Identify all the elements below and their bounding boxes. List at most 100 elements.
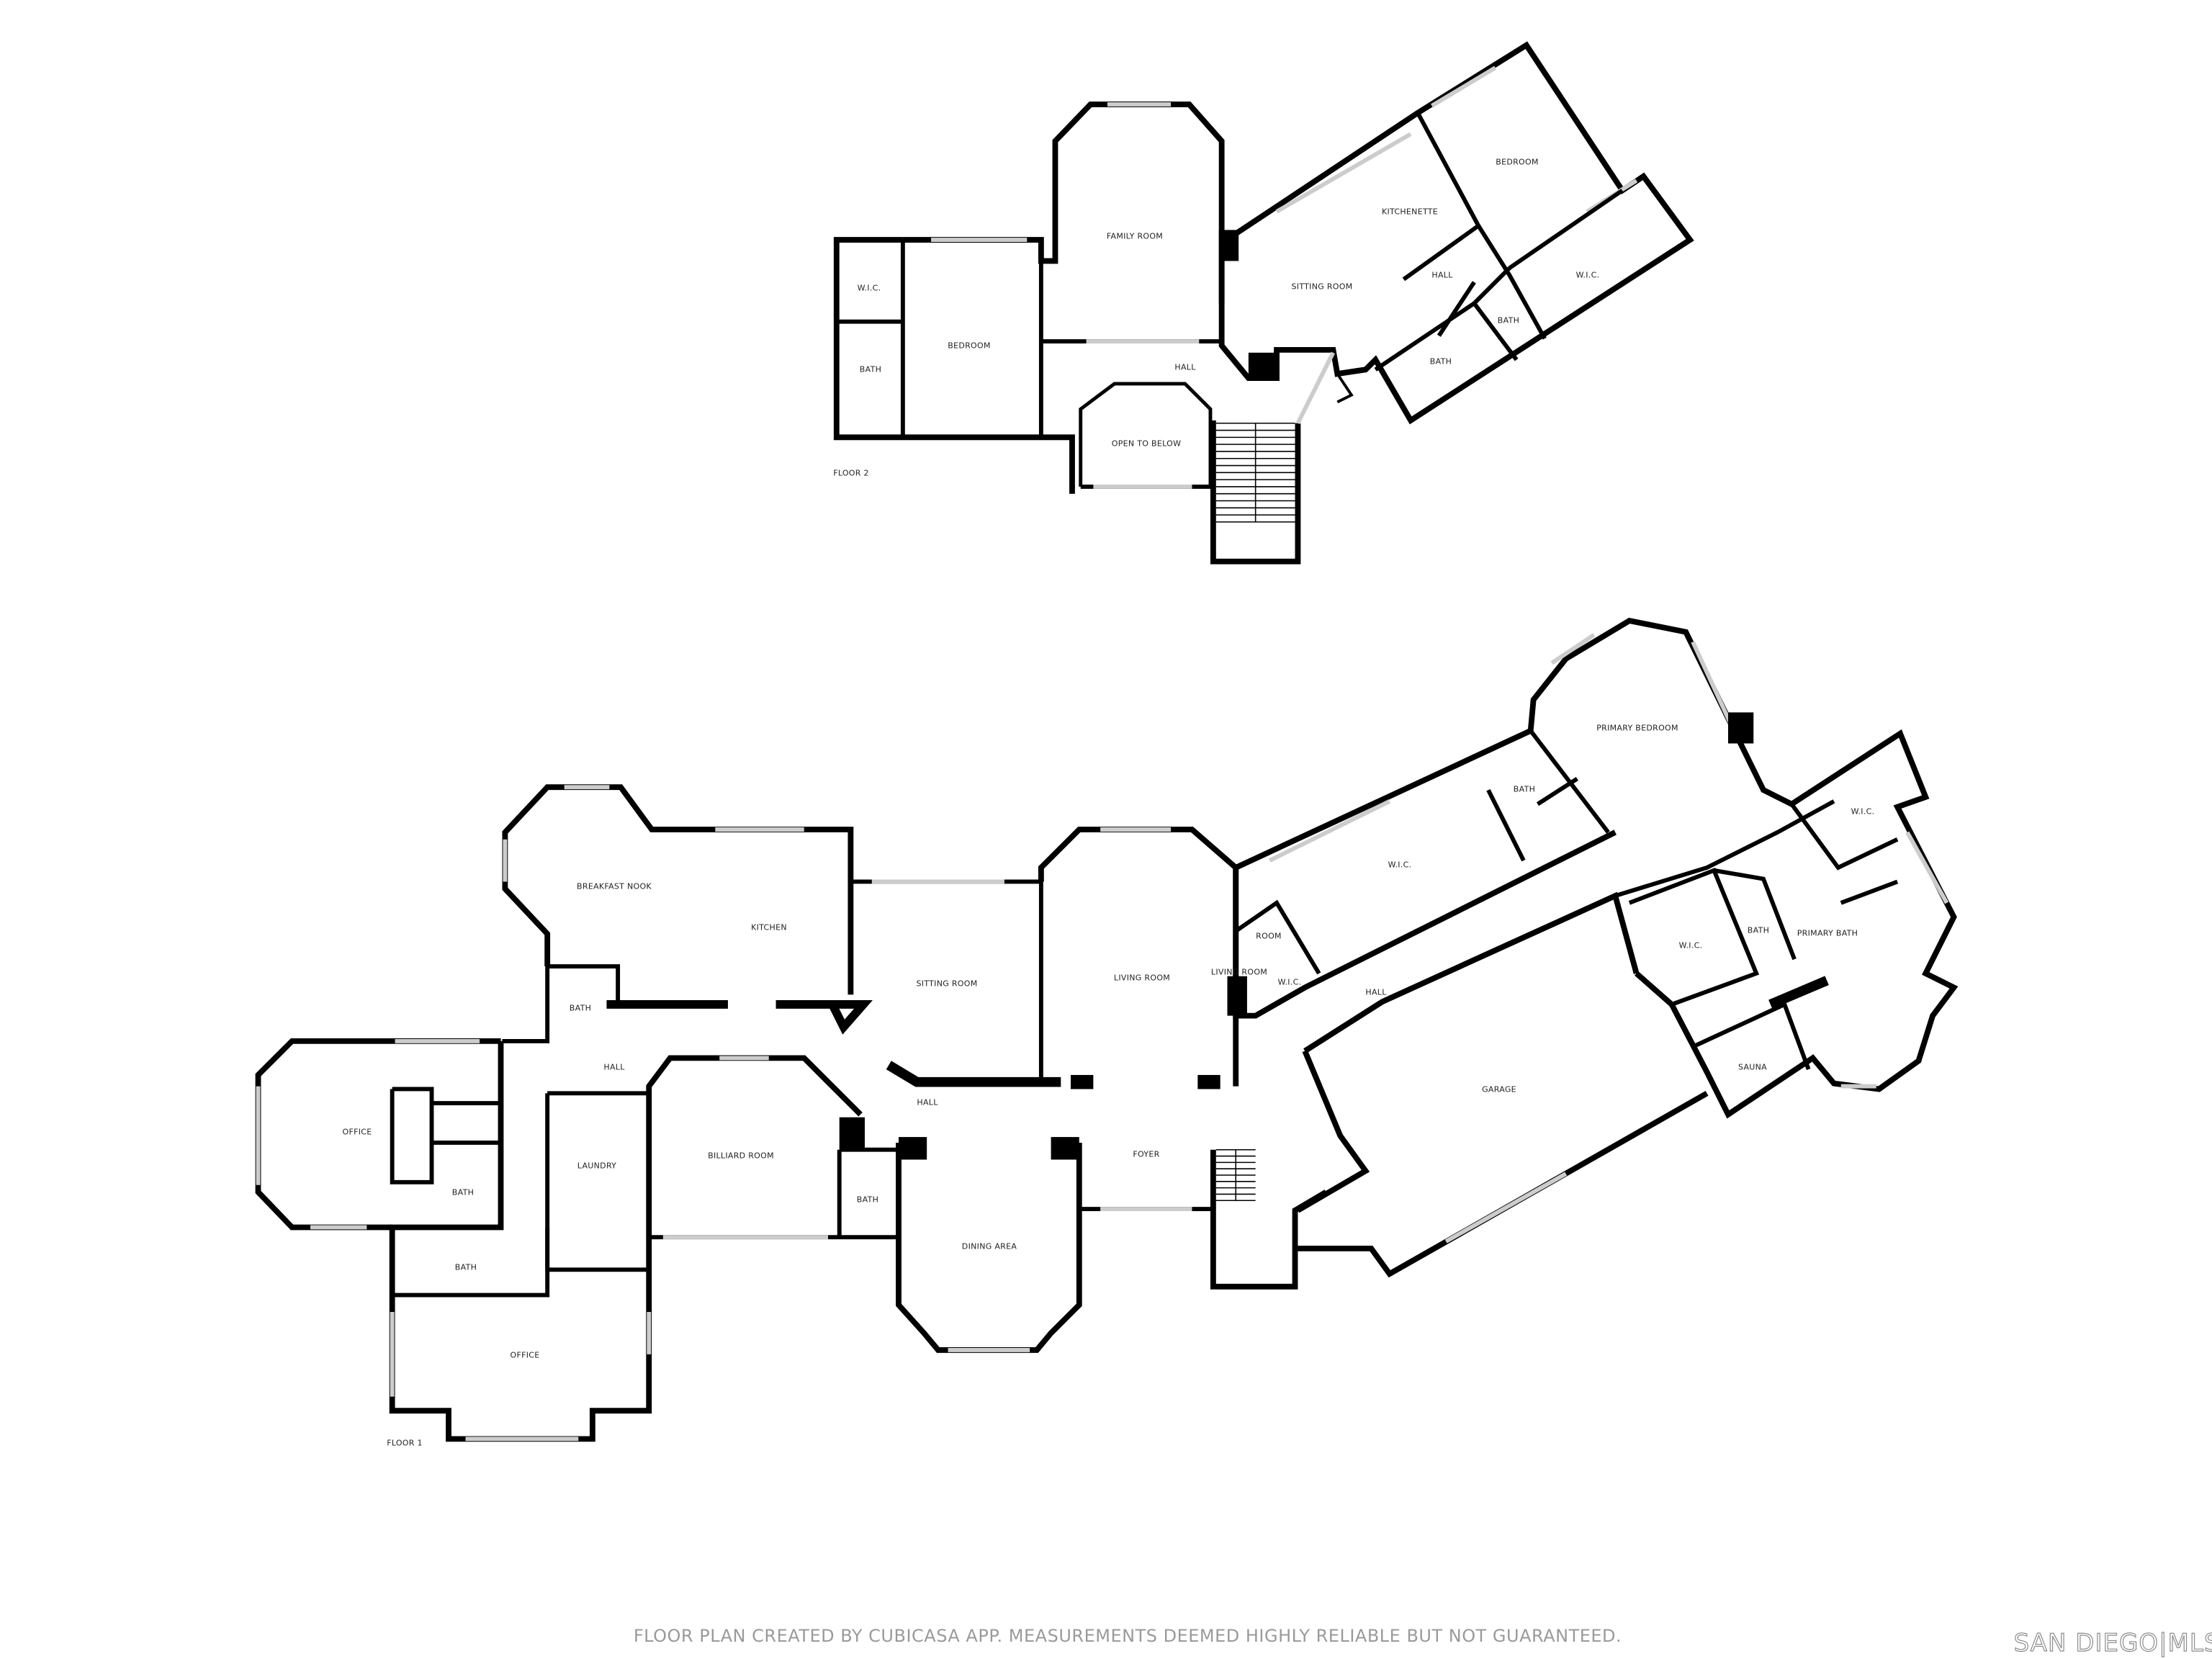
wall xyxy=(1508,189,1624,270)
floor-2-label: FLOOR 2 xyxy=(833,468,869,478)
room-label: BATH xyxy=(569,1003,592,1013)
wall xyxy=(1038,827,1239,1087)
wall xyxy=(886,1061,1061,1087)
wall xyxy=(1303,891,1640,1053)
wall xyxy=(1789,802,1899,871)
wall xyxy=(255,1038,501,1231)
column xyxy=(1221,233,1239,261)
column xyxy=(1248,352,1277,379)
room-label: KITCHENETTE xyxy=(1381,207,1439,217)
room-label: W.I.C. xyxy=(1678,940,1703,950)
wall xyxy=(1614,799,1835,898)
room-label: GARAGE xyxy=(1482,1084,1516,1094)
room-label: BEDROOM xyxy=(1496,157,1539,167)
room-label: LIVING ROOM xyxy=(1210,967,1268,977)
room-label: SITTING ROOM xyxy=(916,979,978,989)
wall xyxy=(833,237,1075,494)
room-label: LIVING ROOM xyxy=(1113,973,1171,983)
room-label: OFFICE xyxy=(342,1127,372,1137)
wall xyxy=(1628,868,1760,1007)
wall xyxy=(1298,1090,1709,1278)
room-label: HALL xyxy=(1431,270,1453,280)
wall xyxy=(545,1093,652,1272)
wall xyxy=(1768,976,1829,1010)
window xyxy=(1295,351,1336,425)
room-label: BATH xyxy=(1747,925,1770,935)
room-label: HALL xyxy=(917,1097,938,1107)
room-label: BREAKFAST NOOK xyxy=(577,881,652,891)
wall xyxy=(902,102,1225,304)
column xyxy=(1197,1074,1220,1089)
room-label: HALL xyxy=(1174,362,1196,372)
window xyxy=(1268,799,1391,863)
window xyxy=(1550,633,1596,665)
wall xyxy=(1218,41,1694,425)
floor-1-label: FLOOR 1 xyxy=(387,1438,423,1448)
room-label: LAUNDRY xyxy=(577,1161,617,1171)
room-label: PRIMARY BEDROOM xyxy=(1596,723,1678,733)
wall xyxy=(1472,302,1519,361)
room-label: OPEN TO BELOW xyxy=(1111,439,1182,449)
room-label: W.I.C. xyxy=(1388,860,1412,870)
wall xyxy=(1336,373,1354,404)
wall xyxy=(502,784,854,995)
room-label: FAMILY ROOM xyxy=(1106,231,1164,241)
room-label: SITTING ROOM xyxy=(1291,282,1353,292)
column xyxy=(1227,976,1247,1016)
room-label: BATH xyxy=(1497,315,1520,325)
wall xyxy=(1234,617,1959,1119)
room-label: BATH xyxy=(1429,356,1452,367)
wall xyxy=(392,1227,550,1298)
room-label: W.I.C. xyxy=(1851,806,1875,817)
wall xyxy=(1210,420,1301,565)
wall xyxy=(502,964,621,1043)
wall xyxy=(1691,1001,1811,1071)
wall xyxy=(1234,899,1321,975)
wall xyxy=(1536,776,1578,806)
room-label: BATH xyxy=(859,364,882,374)
room-label: BEDROOM xyxy=(948,341,991,351)
room-label: DINING AREA xyxy=(961,1241,1017,1251)
room-label: W.I.C. xyxy=(1575,270,1600,280)
disclaimer-footer: FLOOR PLAN CREATED BY CUBICASA APP. MEAS… xyxy=(633,1626,1622,1646)
wall xyxy=(1476,224,1547,340)
column xyxy=(899,1137,927,1160)
room-label: HALL xyxy=(603,1062,625,1072)
wall xyxy=(1210,1149,1328,1290)
room-label: BATH xyxy=(451,1187,475,1197)
wall xyxy=(1374,266,1511,372)
room-label: W.I.C. xyxy=(857,283,881,293)
room-label: BATH xyxy=(454,1262,477,1272)
wall xyxy=(1233,830,1617,1019)
column xyxy=(1728,712,1754,744)
wall xyxy=(389,1040,652,1442)
wall xyxy=(390,1087,434,1184)
column xyxy=(839,1117,865,1148)
wall xyxy=(1713,868,1797,961)
room-label: BILLIARD ROOM xyxy=(708,1151,774,1161)
wall xyxy=(775,1000,873,1035)
window xyxy=(1431,66,1497,108)
room-label: SAUNA xyxy=(1737,1062,1768,1072)
room-label: BATH xyxy=(1513,784,1536,794)
room-label: HALL xyxy=(1365,987,1387,997)
column xyxy=(1071,1074,1094,1089)
wall xyxy=(1402,112,1482,282)
window xyxy=(1444,1172,1568,1244)
room-label: FOYER xyxy=(1133,1149,1160,1159)
wall xyxy=(646,1055,863,1242)
wall xyxy=(1840,879,1899,905)
window xyxy=(1905,831,1949,904)
window xyxy=(1275,132,1412,214)
room-label: BATH xyxy=(856,1195,879,1205)
wall xyxy=(1437,281,1476,337)
column xyxy=(1051,1137,1079,1160)
room-label: PRIMARY BATH xyxy=(1797,928,1858,938)
wall xyxy=(1296,1050,1370,1213)
room-label: KITCHEN xyxy=(751,922,787,932)
room-label: ROOM xyxy=(1256,931,1282,941)
wall xyxy=(1486,788,1526,862)
room-label: W.I.C. xyxy=(1277,977,1302,987)
